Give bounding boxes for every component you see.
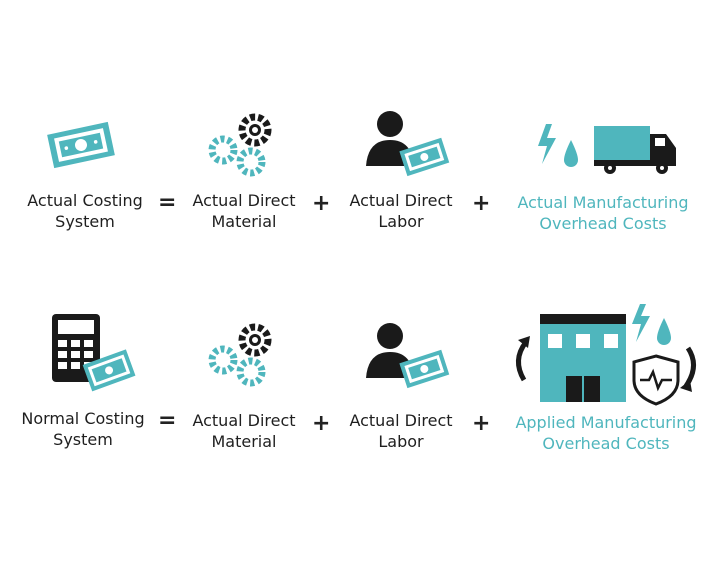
factory-shield-icon — [516, 304, 696, 406]
banknote-icon — [47, 121, 115, 169]
gears-icon — [208, 113, 272, 177]
gears-icon — [208, 323, 272, 387]
worker-money-icon — [366, 323, 450, 389]
equals-sign: = — [158, 190, 177, 215]
plus-sign: + — [472, 191, 491, 216]
plus-sign: + — [312, 411, 331, 436]
worker-money-icon — [366, 111, 450, 177]
equals-sign: = — [158, 408, 177, 433]
plus-sign: + — [312, 191, 331, 216]
calculator-money-icon — [52, 314, 136, 392]
plus-sign: + — [472, 411, 491, 436]
energy-water-truck-icon — [538, 124, 676, 174]
